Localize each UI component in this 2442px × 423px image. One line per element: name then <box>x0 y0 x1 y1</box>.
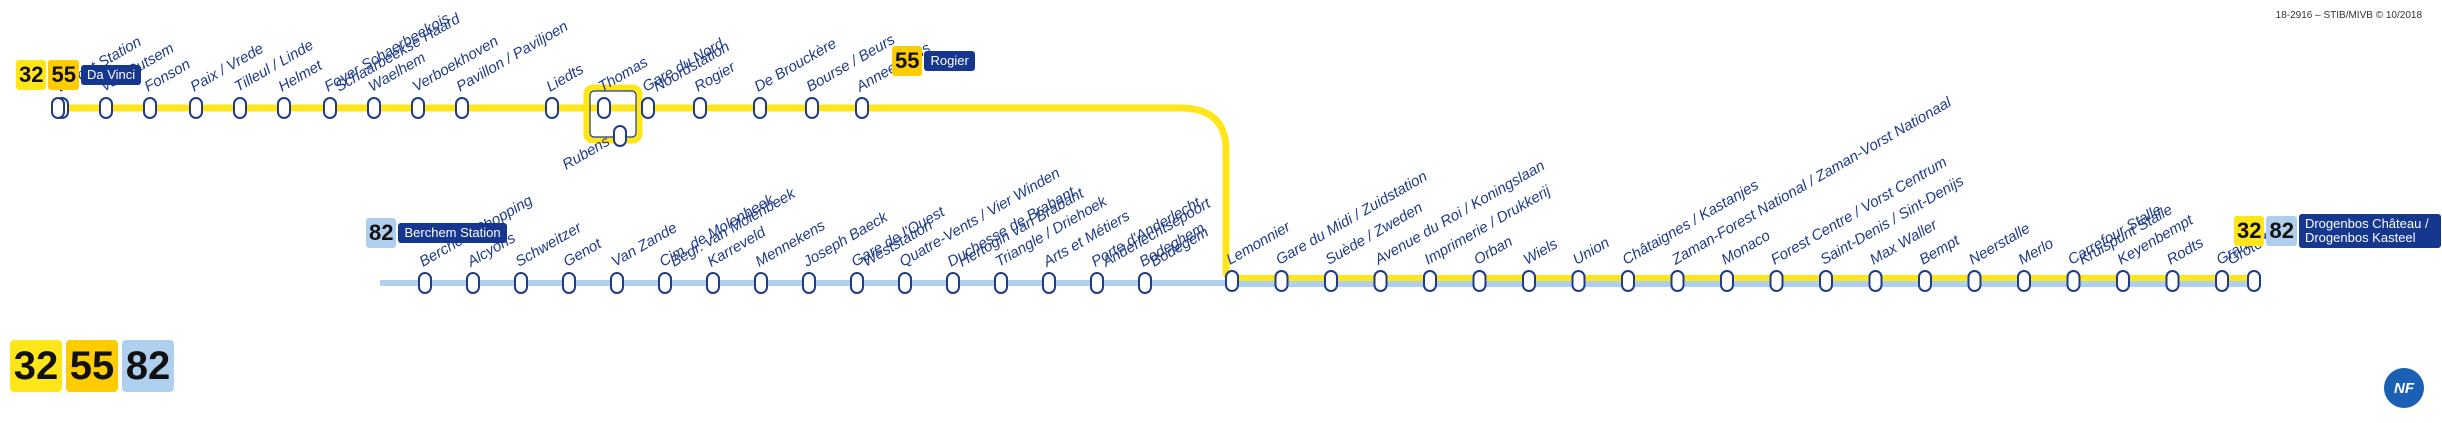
stop-marker <box>1670 270 1685 292</box>
stop-marker <box>1138 272 1152 294</box>
terminal-drogenbos: 32 82 Drogenbos Château / Drogenbos Kast… <box>2234 214 2441 248</box>
terminal-berchem: 82 Berchem Station <box>366 218 507 248</box>
terminal-name: Da Vinci <box>80 65 142 85</box>
terminal-name: Berchem Station <box>398 223 507 243</box>
stop-bottom-1: Gare du Midi / Zuidstation <box>1273 168 1430 292</box>
stop-bottom-9: Zaman-Forest National / Zaman-Vorst Nati… <box>1668 94 1955 292</box>
stop-marker <box>277 97 291 119</box>
stop-marker <box>1373 270 1388 292</box>
stop-marker <box>658 272 672 294</box>
stop-marker <box>1472 270 1487 292</box>
stop-marker <box>1423 270 1437 292</box>
stop-marker <box>641 97 655 119</box>
stop-marker <box>2017 270 2031 292</box>
stop-marker <box>994 272 1008 294</box>
line-badge-55: 55 <box>892 46 923 76</box>
stop-label: Liedts <box>544 60 588 95</box>
legend-badge-55: 55 <box>66 340 118 392</box>
rubens-loop-inner <box>589 90 637 138</box>
terminal-name: Rogier <box>924 51 975 71</box>
line-badge-82: 82 <box>2266 216 2297 246</box>
stop-marker <box>514 272 528 294</box>
stop-label: Wiels <box>1521 235 1562 268</box>
stop-marker <box>855 97 869 119</box>
stop-drogenbos-marker <box>2247 270 2261 292</box>
stop-label: Union <box>1570 234 1612 268</box>
stop-marker <box>613 125 627 147</box>
line-badge-32: 32 <box>2234 216 2265 246</box>
stop-marker <box>1720 270 1734 292</box>
stop-marker <box>411 97 425 119</box>
terminal-rogier: 55 Rogier <box>892 46 975 76</box>
stop-marker <box>898 272 912 294</box>
stop-marker <box>753 97 767 119</box>
legend-badge-82: 82 <box>122 340 174 392</box>
stop-marker <box>1769 270 1784 292</box>
stop-marker <box>1042 272 1056 294</box>
stop-marker <box>2165 270 2180 292</box>
stop-marker <box>1918 270 1932 292</box>
stop-marker <box>2215 270 2229 292</box>
stop-marker <box>1522 270 1536 292</box>
stop-marker <box>455 97 469 119</box>
stop-marker <box>2066 270 2081 292</box>
stop-marker <box>1868 270 1883 292</box>
stop-bottom-8: Châtaignes / Kastanjes <box>1620 176 1762 292</box>
legend-badge-32: 32 <box>10 340 62 392</box>
terminal-davinci: 32 55 Da Vinci <box>16 60 142 90</box>
stop-marker <box>99 97 113 119</box>
stop-marker <box>693 97 707 119</box>
stop-marker <box>1090 272 1104 294</box>
stop-marker <box>562 272 576 294</box>
stop-marker <box>189 97 203 119</box>
stop-marker <box>233 97 247 119</box>
stop-marker <box>1621 270 1635 292</box>
stop-marker <box>323 97 337 119</box>
stop-marker <box>1274 270 1289 292</box>
stop-marker <box>610 272 624 294</box>
stop-marker <box>597 97 611 119</box>
line-legend: 32 55 82 <box>10 340 174 392</box>
stop-top-rubens: Rubens <box>560 125 627 173</box>
stop-marker <box>1225 270 1239 292</box>
stop-marker <box>1967 270 1982 292</box>
stop-marker <box>466 272 480 294</box>
stop-marker <box>805 97 819 119</box>
stop-davinci-marker <box>51 97 65 119</box>
stop-marker <box>545 97 559 119</box>
line-badge-55: 55 <box>48 60 79 90</box>
credit-text: 18-2916 – STIB/MIVB © 10/2018 <box>2275 10 2422 21</box>
terminal-name: Drogenbos Château / Drogenbos Kasteel <box>2298 214 2441 248</box>
nf-logo-icon: NF <box>2384 368 2424 408</box>
stop-label-alt: Schaarbeekse Haard <box>333 10 464 96</box>
stop-marker <box>143 97 157 119</box>
stop-marker <box>418 272 432 294</box>
stop-marker <box>754 272 768 294</box>
stop-marker <box>802 272 816 294</box>
stop-marker <box>1819 270 1833 292</box>
stop-marker <box>1324 270 1338 292</box>
stop-marker <box>2116 270 2130 292</box>
stop-marker <box>850 272 864 294</box>
stop-marker <box>946 272 960 294</box>
stop-marker <box>706 272 720 294</box>
line-badge-32: 32 <box>16 60 47 90</box>
line-badge-82: 82 <box>366 218 397 248</box>
stop-marker <box>1571 270 1586 292</box>
stop-marker <box>367 97 381 119</box>
